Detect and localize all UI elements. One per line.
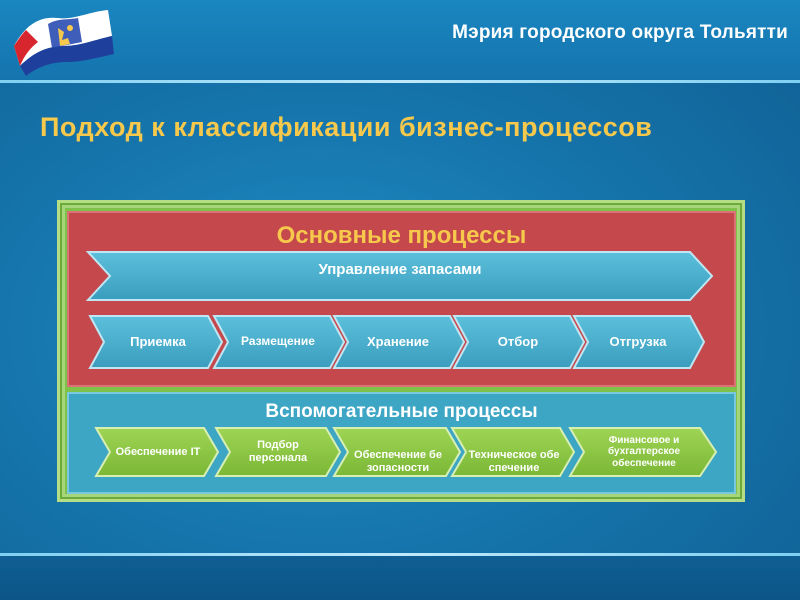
inventory-management-banner-arrow xyxy=(85,251,714,301)
chevron-picking xyxy=(452,315,586,369)
support-label-recruitment: Подбор персонала xyxy=(248,439,308,464)
main-step-chevrons xyxy=(88,315,706,369)
slide-title: Подход к классификации бизнес-процессов xyxy=(40,112,653,142)
chevron-receiving xyxy=(88,315,224,369)
footer-band xyxy=(0,556,800,600)
header-band xyxy=(0,0,800,80)
chevron-storage xyxy=(332,315,466,369)
footer-divider xyxy=(0,553,800,556)
support-label-technical: Техническое обеспечение xyxy=(468,449,560,474)
chevron-finance xyxy=(568,427,718,477)
chevron-it-support xyxy=(94,427,220,477)
inventory-management-banner-label: Управление запасами xyxy=(318,261,482,279)
support-label-security: Обеспечение безопасности xyxy=(354,449,442,474)
step-label-picking: Отбор xyxy=(497,333,539,349)
chevron-recruitment xyxy=(214,427,342,477)
step-label-storage: Хранение xyxy=(367,333,429,349)
step-label-placement: Размещение xyxy=(241,334,315,349)
chevron-technical xyxy=(450,427,576,477)
support-label-it: Обеспечение IT xyxy=(115,445,201,458)
support-label-finance: Финансовое и бухгалтерское обеспечение xyxy=(607,434,681,469)
support-step-chevrons xyxy=(94,427,718,477)
chevron-shipping xyxy=(572,315,706,369)
header-divider xyxy=(0,80,800,83)
main-processes-title: Основные процессы xyxy=(276,222,527,249)
support-processes-title: Вспомогательные процессы xyxy=(265,401,538,422)
step-label-shipping: Отгрузка xyxy=(609,333,667,349)
organization-name: Мэрия городского округа Тольятти xyxy=(452,22,788,43)
step-label-receiving: Приемка xyxy=(130,333,186,349)
chevron-placement xyxy=(212,315,346,369)
city-flag-logo-icon xyxy=(14,10,114,76)
chevron-security xyxy=(332,427,462,477)
